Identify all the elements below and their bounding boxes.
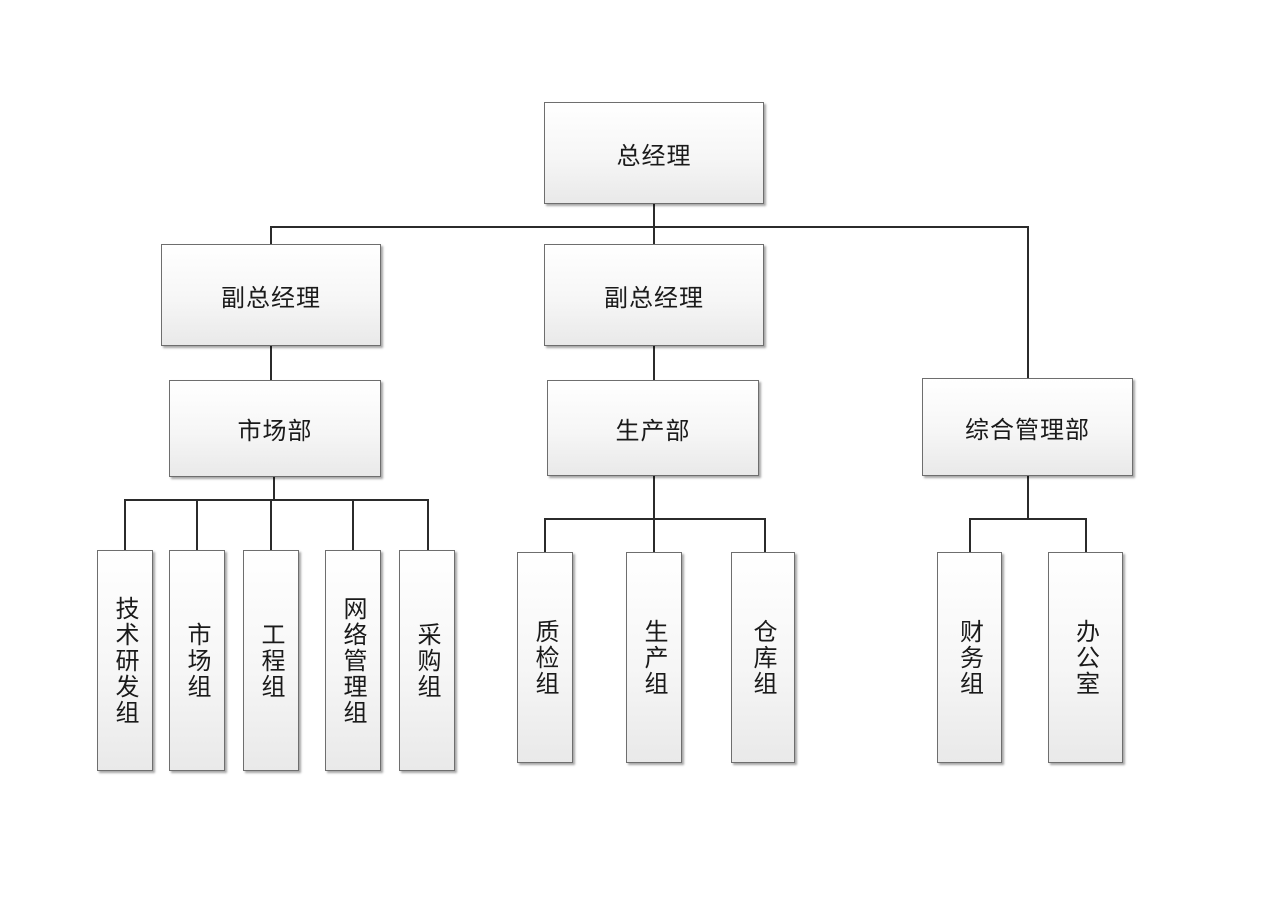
node-group-office: 办公室	[1048, 552, 1123, 763]
node-group-engineering-label: 工程组	[257, 621, 285, 700]
node-group-purchasing-label: 采购组	[413, 621, 441, 700]
node-dept-market-label: 市场部	[237, 417, 313, 445]
node-group-qc-label: 质检组	[531, 618, 559, 697]
connector-top-bus	[270, 226, 1029, 228]
connector-admin-bus	[969, 518, 1087, 520]
node-group-finance-label: 财务组	[955, 618, 984, 697]
connector-to-admin-dept	[1027, 226, 1029, 378]
node-group-warehouse-label: 仓库组	[749, 618, 777, 697]
connector-to-group-engineering	[270, 499, 272, 550]
connector-to-vp-left	[270, 226, 272, 244]
connector-admin-down	[1027, 476, 1029, 519]
connector-vp-center-to-production	[653, 346, 655, 380]
connector-to-vp-center	[653, 226, 655, 244]
connector-to-group-finance	[969, 518, 971, 552]
node-group-production-label: 生产组	[640, 618, 668, 697]
connector-to-group-qc	[544, 518, 546, 552]
node-group-purchasing: 采购组	[399, 550, 455, 771]
node-ceo: 总经理	[544, 102, 764, 204]
node-ceo-label: 总经理	[616, 141, 692, 170]
node-group-office-label: 办公室	[1071, 618, 1100, 697]
connector-vp-left-to-market	[270, 346, 272, 380]
node-group-rd: 技术研发组	[97, 550, 153, 771]
connector-to-group-rd	[124, 499, 126, 550]
connector-market-down	[273, 477, 275, 500]
node-dept-admin-label: 综合管理部	[965, 415, 1090, 444]
node-group-engineering: 工程组	[243, 550, 299, 771]
node-vp-center-label: 副总经理	[604, 283, 704, 312]
node-group-network-label: 网络管理组	[339, 595, 367, 726]
node-group-qc: 质检组	[517, 552, 573, 763]
connector-to-group-office	[1085, 518, 1087, 552]
node-group-network: 网络管理组	[325, 550, 381, 771]
node-vp-center: 副总经理	[544, 244, 764, 346]
connector-to-group-network	[352, 499, 354, 550]
connector-market-bus	[124, 499, 429, 501]
node-vp-left-label: 副总经理	[221, 283, 321, 312]
connector-to-group-market	[196, 499, 198, 550]
connector-ceo-down	[653, 204, 655, 227]
node-dept-market: 市场部	[169, 380, 381, 477]
node-group-rd-label: 技术研发组	[111, 595, 139, 726]
node-group-market: 市场组	[169, 550, 225, 771]
connector-to-group-purchasing	[427, 499, 429, 550]
node-dept-production: 生产部	[547, 380, 759, 476]
connector-to-group-warehouse	[764, 518, 766, 552]
node-group-production: 生产组	[626, 552, 682, 763]
node-vp-left: 副总经理	[161, 244, 381, 346]
connector-production-bus	[544, 518, 766, 520]
node-group-market-label: 市场组	[183, 621, 211, 700]
node-dept-admin: 综合管理部	[922, 378, 1133, 476]
node-dept-production-label: 生产部	[615, 416, 691, 445]
node-group-finance: 财务组	[937, 552, 1002, 763]
node-group-warehouse: 仓库组	[731, 552, 795, 763]
connector-production-down	[653, 476, 655, 552]
